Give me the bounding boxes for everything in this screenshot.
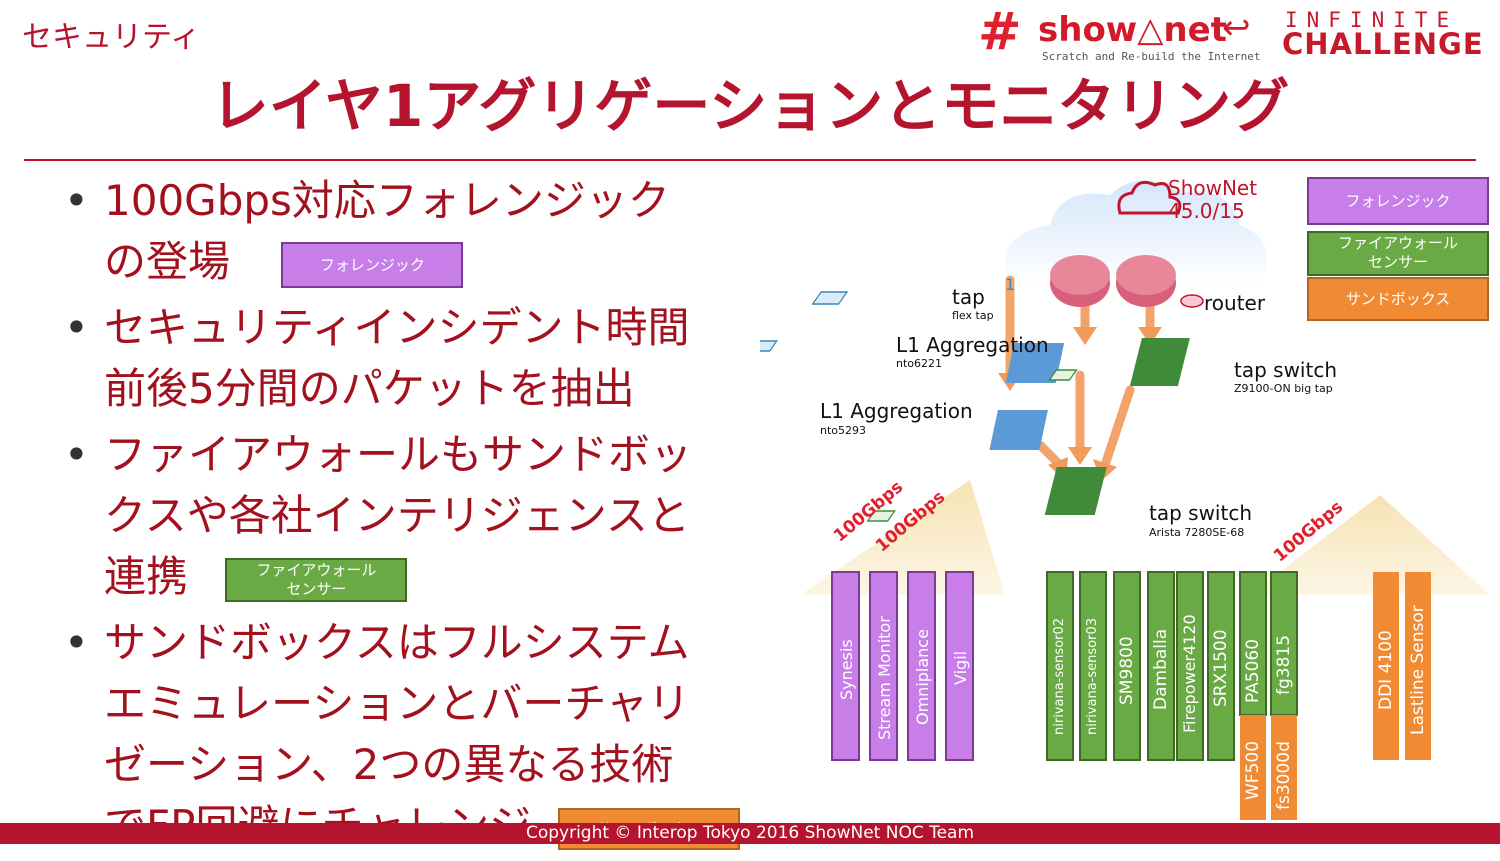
page-title: レイヤ1アグリゲーションとモニタリング xyxy=(210,72,1290,140)
logo-name: show△net xyxy=(1038,10,1227,50)
bullet-line: の登場 xyxy=(104,237,231,286)
device-label: Stream Monitor xyxy=(875,616,894,740)
bullet-item: ファイアウォールもサンドボッ クスや各社インテリジェンスと 連携 ファイアウォー… xyxy=(60,424,820,607)
l1-aggregation-small-icon xyxy=(760,340,779,352)
device-bar xyxy=(1147,571,1175,761)
device-bar xyxy=(1270,571,1298,716)
diagram-graphics xyxy=(760,180,1490,820)
bullet-line: エミュレーションとバーチャリ xyxy=(104,679,690,728)
device-label: DDI 4100 xyxy=(1376,630,1396,710)
bullet-item: サンドボックスはフルシステム エミュレーションとバーチャリ ゼーション、2つの異… xyxy=(60,612,820,856)
tap-switch-icon xyxy=(1044,467,1107,515)
device-label: PA5060 xyxy=(1243,638,1263,703)
arrow-head xyxy=(1138,327,1162,345)
l1-agg-1-sub: nto6221 xyxy=(896,357,943,370)
arrow-head xyxy=(1068,447,1092,465)
logo-tagline: Scratch and Re-build the Internet xyxy=(1042,50,1261,63)
bullet-line: ゼーション、2つの異なる技術 xyxy=(104,740,674,789)
bullet-line: 100Gbps対応フォレンジック xyxy=(104,176,670,225)
device-bar xyxy=(1271,715,1297,820)
device-label: Damballa xyxy=(1151,628,1171,710)
router-label: router xyxy=(1204,291,1266,315)
l1-agg-2-sub: nto5293 xyxy=(820,424,867,437)
device-bar xyxy=(1176,571,1204,761)
forensic-tag: フォレンジック xyxy=(281,241,464,288)
cloud-prefix: 45.0/15 xyxy=(1168,199,1245,223)
bullet-line: クスや各社インテリジェンスと xyxy=(104,491,690,540)
l1-agg-2-label: L1 Aggregation xyxy=(820,399,973,423)
left-cone xyxy=(800,480,1005,595)
shownet-logo: # show△net Scratch and Re-build the Inte… xyxy=(970,0,1490,68)
bullet-line: 前後5分間のパケットを抽出 xyxy=(104,364,635,413)
device-label: Omniplance xyxy=(913,629,932,725)
router-small-icon xyxy=(1180,294,1204,308)
bullet-item: セキュリティインシデント時間 前後5分間のパケットを抽出 xyxy=(60,297,820,419)
title-divider xyxy=(24,159,1476,161)
bullet-line: セキュリティインシデント時間 xyxy=(104,303,690,352)
port-label: 1 xyxy=(1005,275,1016,294)
legend-sandbox: サンドボックス xyxy=(1307,277,1489,321)
bullet-item: 100Gbps対応フォレンジック の登場 フォレンジック xyxy=(60,170,820,292)
network-diagram: ShowNet 45.0/15 1 router tap flex tap L1… xyxy=(760,165,1500,825)
bullet-list: 100Gbps対応フォレンジック の登場 フォレンジック セキュリティインシデン… xyxy=(60,170,820,861)
tap-icon xyxy=(811,291,849,305)
bullet-line: 連携 xyxy=(104,552,189,601)
tap-switch-small-icon xyxy=(1048,369,1078,381)
device-label: fg3815 xyxy=(1274,634,1294,695)
tap-switch-small-icon xyxy=(866,510,897,522)
tap-switch-icon xyxy=(1129,338,1190,386)
device-bar xyxy=(945,571,974,761)
legend-firewall: ファイアウォール センサー xyxy=(1307,231,1489,276)
logo-arrow-icon: ↩ xyxy=(1222,8,1251,48)
bullet-line: ファイアウォールもサンドボッ xyxy=(104,430,693,479)
sandbox-bars xyxy=(1373,572,1431,760)
device-bar xyxy=(1207,571,1235,761)
l1-aggregation-icon xyxy=(1005,343,1065,383)
firewall-tag: ファイアウォール センサー xyxy=(225,557,408,602)
logo-challenge: CHALLENGE xyxy=(1282,27,1484,61)
right-cone xyxy=(1250,495,1490,595)
tap-switch-2-sub: Arista 7280SE-68 xyxy=(1149,526,1245,539)
footer-copyright: Copyright © Interop Tokyo 2016 ShowNet N… xyxy=(0,823,1500,844)
device-label: fs3000d xyxy=(1274,741,1294,810)
tap-switch-1-label: tap switch xyxy=(1234,358,1337,382)
forensic-bars xyxy=(831,571,974,761)
device-bar xyxy=(907,571,936,761)
device-bar xyxy=(1373,572,1399,760)
device-label: nirivana-sensor03 xyxy=(1085,618,1100,735)
device-bar xyxy=(1046,571,1074,761)
device-bar xyxy=(831,571,860,761)
l1-agg-1-label: L1 Aggregation xyxy=(896,333,1049,357)
device-label: SM9800 xyxy=(1117,636,1137,705)
firewall-bars xyxy=(1046,571,1298,820)
device-label: Firepower4120 xyxy=(1180,614,1199,733)
logo-infinite: INFINITE xyxy=(1285,8,1459,32)
device-bar xyxy=(1079,571,1107,761)
device-label: Lastline Sensor xyxy=(1408,605,1428,735)
tap-switch-2-label: tap switch xyxy=(1149,501,1252,525)
bullet-line: サンドボックスはフルシステム xyxy=(104,618,690,667)
device-label: SRX1500 xyxy=(1211,629,1231,707)
device-bar xyxy=(1405,572,1431,760)
device-label: Synesis xyxy=(837,639,856,700)
tap-label: tap xyxy=(952,285,985,309)
device-bar xyxy=(1240,715,1266,820)
device-bar xyxy=(1113,571,1141,761)
tap-sub: flex tap xyxy=(952,309,994,322)
arrow-head xyxy=(1073,327,1097,345)
legend-forensic: フォレンジック xyxy=(1307,177,1489,225)
logo-hash: # xyxy=(978,2,1022,62)
cloud-name: ShowNet xyxy=(1168,176,1258,200)
device-label: Vigil xyxy=(951,650,970,685)
l1-aggregation-icon xyxy=(989,410,1048,450)
cloud-icon xyxy=(1117,180,1182,215)
device-bar xyxy=(869,571,898,761)
device-label: WF500 xyxy=(1243,740,1263,800)
tap-switch-1-sub: Z9100-ON big tap xyxy=(1234,382,1333,395)
device-label: nirivana-sensor02 xyxy=(1052,618,1067,735)
section-label: セキュリティ xyxy=(22,20,201,55)
